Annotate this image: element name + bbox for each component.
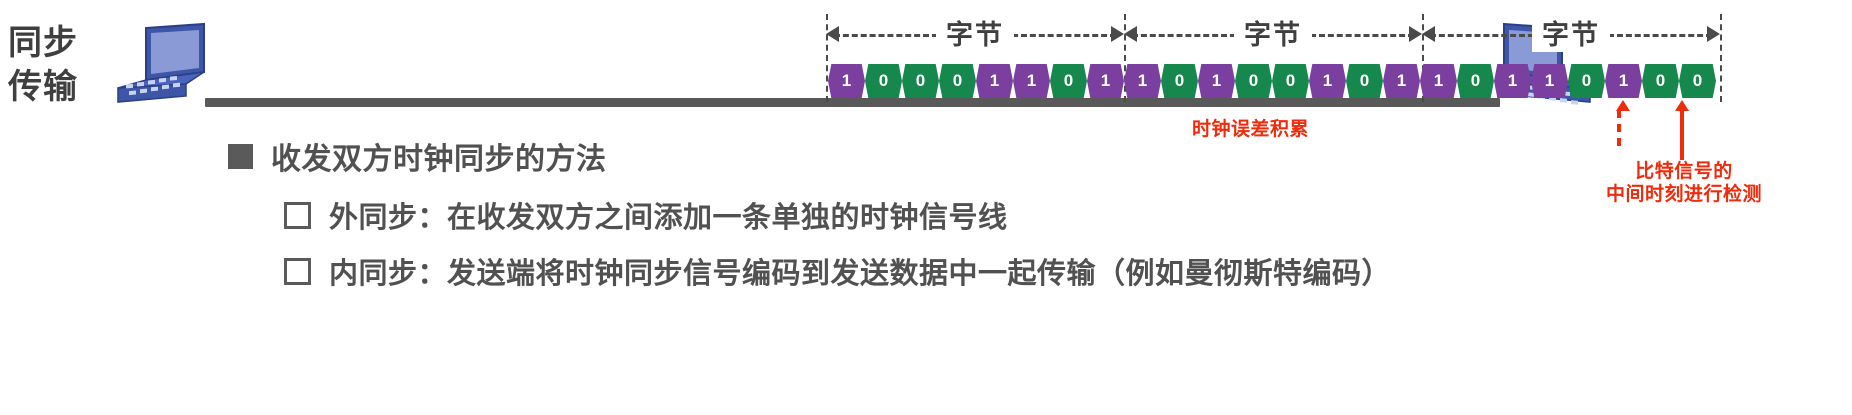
arrow-right-icon [1707, 26, 1720, 42]
hollow-square-bullet-icon [284, 201, 311, 229]
bit-cell: 1 [1420, 64, 1457, 98]
bit-cell: 0 [1050, 64, 1087, 98]
bit-value: 1 [1433, 71, 1444, 90]
sample-point-arrow [1675, 100, 1689, 160]
bit-cell: 1 [1605, 64, 1642, 98]
byte-span-measure: 字节 [1422, 13, 1720, 52]
bit-value: 0 [915, 71, 926, 90]
filled-square-bullet-icon [228, 143, 253, 169]
bit-value: 0 [1359, 71, 1370, 90]
bit-value: 1 [1100, 71, 1111, 90]
bit-cell: 0 [1568, 64, 1605, 98]
hollow-square-bullet-icon [284, 257, 311, 285]
bit-sequence: 1 0 0 0 1 1 0 1 1 0 1 0 0 1 0 1 1 0 1 1 0 1 0 0 [828, 64, 1716, 98]
arrow-head-icon [1616, 100, 1630, 111]
sample-point-label: 比特信号的 中间时刻进行检测 [1569, 160, 1799, 206]
bit-value: 0 [878, 71, 889, 90]
byte-label: 字节 [936, 13, 1014, 52]
byte-boundary-tick [1124, 14, 1126, 102]
byte-span-measure: 字节 [1124, 13, 1422, 52]
arrow-left-icon [826, 26, 839, 42]
bit-cell: 1 [1124, 64, 1161, 98]
bit-cell: 0 [1457, 64, 1494, 98]
arrow-head-icon [1675, 100, 1689, 111]
bit-value: 1 [1618, 71, 1629, 90]
byte-boundary-tick [1422, 14, 1424, 102]
bit-value: 1 [1544, 71, 1555, 90]
bit-cell: 0 [939, 64, 976, 98]
bit-cell: 0 [1235, 64, 1272, 98]
bit-cell: 0 [902, 64, 939, 98]
content-bullets: 收发双方时钟同步的方法 外同步：在收发双方之间添加一条单独的时钟信号线 内同步：… [228, 134, 1391, 306]
bit-value: 1 [1026, 71, 1037, 90]
clock-drift-arrow [1616, 100, 1630, 146]
bit-cell: 0 [1161, 64, 1198, 98]
bit-value: 1 [1211, 71, 1222, 90]
bit-cell: 1 [828, 64, 865, 98]
bit-value: 0 [1692, 71, 1703, 90]
bit-value: 0 [1655, 71, 1666, 90]
bit-value: 1 [1507, 71, 1518, 90]
sender-laptop-icon [108, 22, 218, 114]
bit-cell: 1 [1087, 64, 1124, 98]
transmission-line [205, 98, 1500, 107]
bullet-item-row: 内同步：发送端将时钟同步信号编码到发送数据中一起传输（例如曼彻斯特编码） [284, 250, 1391, 292]
left-caption-line1: 同步 [8, 24, 78, 62]
bit-cell: 1 [1013, 64, 1050, 98]
bit-value: 1 [1137, 71, 1148, 90]
content-item-label: 外同步：在收发双方之间添加一条单独的时钟信号线 [329, 202, 1008, 234]
bullet-item-row: 外同步：在收发双方之间添加一条单独的时钟信号线 [284, 194, 1391, 236]
bit-cell: 1 [1531, 64, 1568, 98]
sample-point-label-line1: 比特信号的 [1635, 161, 1733, 182]
byte-label: 字节 [1234, 13, 1312, 52]
bit-value: 0 [1063, 71, 1074, 90]
bullet-heading-row: 收发双方时钟同步的方法 [228, 134, 1391, 178]
bit-value: 1 [989, 71, 1000, 90]
bit-value: 0 [1248, 71, 1259, 90]
bit-value: 1 [841, 71, 852, 90]
content-heading: 收发双方时钟同步的方法 [271, 143, 607, 176]
bit-value: 0 [1581, 71, 1592, 90]
byte-span-measure: 字节 [826, 13, 1124, 52]
sample-point-label-line2: 中间时刻进行检测 [1605, 184, 1762, 206]
bit-cell: 1 [1198, 64, 1235, 98]
bit-cell: 0 [1272, 64, 1309, 98]
bit-value: 0 [1174, 71, 1185, 90]
byte-boundary-tick [1720, 14, 1722, 102]
arrow-right-icon [1111, 26, 1124, 42]
content-item-label: 内同步：发送端将时钟同步信号编码到发送数据中一起传输（例如曼彻斯特编码） [329, 258, 1392, 290]
byte-label: 字节 [1532, 13, 1610, 52]
bit-value: 0 [1285, 71, 1296, 90]
bit-cell: 1 [1383, 64, 1420, 98]
bit-cell: 0 [865, 64, 902, 98]
left-caption-line2: 传输 [8, 67, 78, 106]
arrow-left-icon [1124, 26, 1137, 42]
arrow-left-icon [1422, 26, 1435, 42]
byte-boundary-tick [826, 14, 828, 102]
bit-value: 0 [1470, 71, 1481, 90]
bit-cell: 1 [1494, 64, 1531, 98]
clock-drift-label: 时钟误差积累 [1192, 119, 1310, 140]
bit-value: 1 [1396, 71, 1407, 90]
bit-cell: 0 [1679, 64, 1716, 98]
bit-cell: 0 [1642, 64, 1679, 98]
bit-cell: 0 [1346, 64, 1383, 98]
arrow-right-icon [1409, 26, 1422, 42]
left-caption: 同步 传输 [8, 22, 128, 109]
bit-value: 1 [1322, 71, 1333, 90]
bit-cell: 1 [1309, 64, 1346, 98]
bit-value: 0 [952, 71, 963, 90]
bit-cell: 1 [976, 64, 1013, 98]
